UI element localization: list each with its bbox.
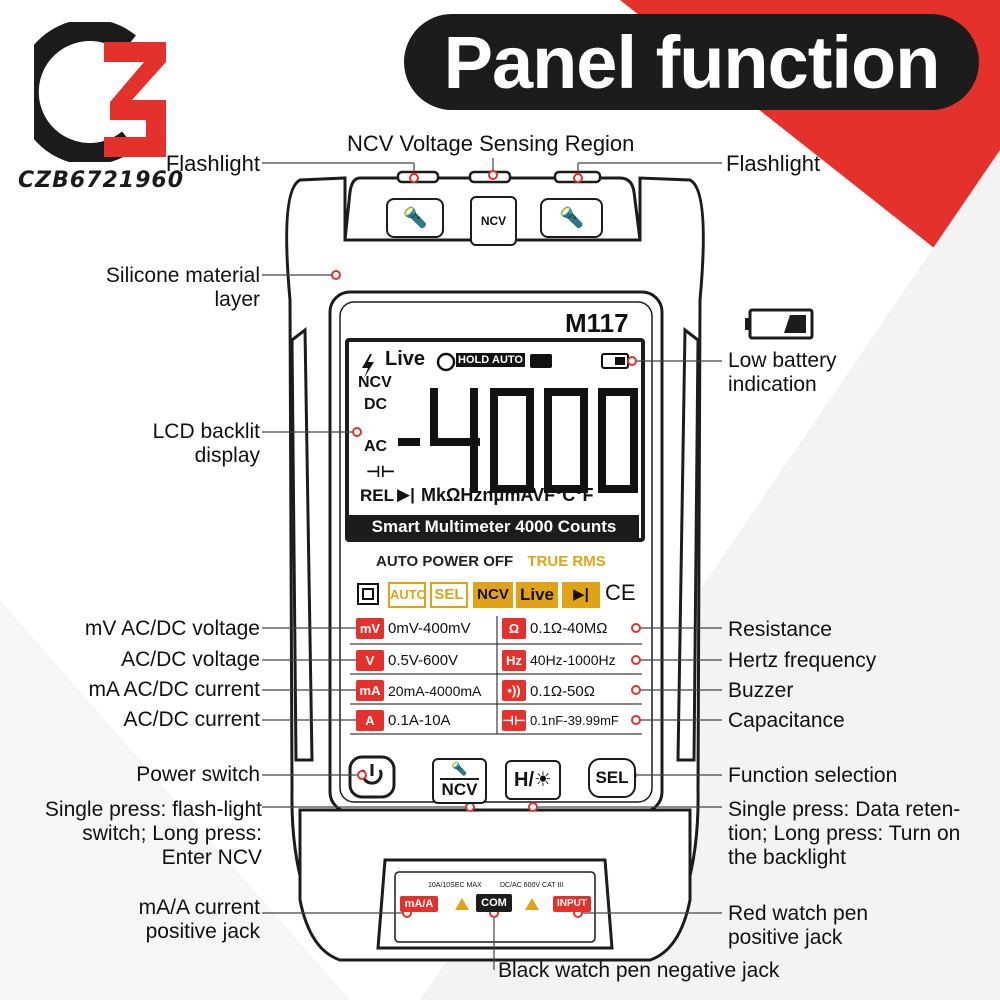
flashlight-left-button[interactable]: 🔦	[386, 198, 444, 238]
ncv-flashlight-button[interactable]: 🔦 NCV	[432, 758, 487, 804]
title-banner: Panel function	[404, 14, 979, 110]
auto-power-off-text: AUTO POWER OFF	[376, 553, 514, 570]
voltage-cat-warning: DC/AC 600V CAT III	[500, 882, 564, 889]
label-acdc-current: AC/DC current	[123, 708, 260, 731]
lcd-capacitor-indicator: ⊣⊢	[366, 464, 396, 481]
label-hold-button-desc: Single press: Data reten-tion; Long pres…	[728, 798, 961, 869]
label-capacitance: Capacitance	[728, 709, 845, 732]
label-ncv-region: NCV Voltage Sensing Region	[347, 131, 635, 156]
page-title: Panel function	[443, 20, 941, 104]
label-acdc-voltage: AC/DC voltage	[121, 648, 260, 671]
label-power-switch: Power switch	[136, 763, 260, 786]
label-lcd-backlit: LCD backlit display	[152, 420, 260, 467]
lcd-units-row: MkΩHznμmAVF°C°F	[421, 485, 594, 505]
lcd-ac-indicator: AC	[364, 438, 388, 455]
label-silicone-layer: Silicone material layer	[105, 264, 260, 311]
amp-icon: A	[356, 710, 384, 731]
auto-power-off-label: AUTO POWER OFF TRUE RMS	[376, 553, 606, 570]
badge-live: Live	[516, 582, 558, 608]
flashlight-icon: 🔦	[451, 761, 468, 776]
flashlight-icon: 🔦	[402, 207, 428, 229]
lcd-diode-indicator: ▶|	[397, 485, 415, 504]
power-button[interactable]	[350, 757, 394, 797]
ce-mark: CE	[605, 580, 636, 605]
label-ma-a-jack: mA/A current positive jack	[138, 896, 260, 943]
spec-a-range: 0.1A-10A	[388, 712, 451, 729]
ma-icon: mA	[356, 680, 384, 701]
sel-button[interactable]: SEL	[588, 758, 636, 798]
badge-sel: SEL	[430, 582, 468, 608]
lcd-rel-indicator: REL	[360, 486, 394, 505]
brand-watermark: CZB6721960	[18, 168, 185, 193]
true-rms-text: TRUE RMS	[527, 553, 606, 570]
badge-auto: AUTO	[388, 582, 427, 608]
ohm-icon: Ω	[502, 618, 526, 639]
label-hertz: Hertz frequency	[728, 649, 877, 672]
brand-logo-icon	[34, 22, 166, 162]
spec-cap-range: 0.1nF-39.99mF	[530, 713, 619, 728]
lcd-dc-indicator: DC	[364, 396, 388, 413]
flashlight-icon: 🔦	[559, 207, 584, 229]
lcd-auto-indicator: AUTO	[490, 353, 525, 367]
volt-icon: V	[356, 650, 384, 671]
label-mv-voltage: mV AC/DC voltage	[84, 617, 260, 640]
buzzer-icon: •))	[502, 680, 526, 701]
hold-backlight-button[interactable]: H/☀	[505, 760, 561, 800]
spec-hz-range: 40Hz-1000Hz	[530, 652, 616, 668]
label-low-battery: Low battery indication	[728, 349, 837, 396]
lcd-live-indicator: Live	[385, 348, 426, 370]
mv-icon: mV	[356, 618, 384, 639]
label-function-selection: Function selection	[728, 764, 898, 787]
spec-buzzer-range: 0.1Ω-50Ω	[530, 683, 595, 700]
counts-banner: Smart Multimeter 4000 Counts	[349, 515, 639, 539]
spec-ohm-range: 0.1Ω-40MΩ	[530, 620, 608, 637]
label-ncv-button-desc: Single press: flash-light switch; Long p…	[44, 798, 262, 869]
label-ma-current: mA AC/DC current	[88, 678, 260, 701]
capacitor-icon: ⊣⊢	[502, 710, 526, 731]
label-flashlight-left: Flashlight	[165, 151, 260, 176]
hz-icon: Hz	[502, 650, 526, 671]
label-flashlight-right: Flashlight	[726, 151, 821, 176]
com-jack[interactable]: COM	[476, 894, 512, 912]
label-red-pen: Red watch pen positive jack	[728, 902, 869, 949]
input-jack[interactable]: INPUT	[553, 896, 591, 912]
badge-ncv: NCV	[473, 582, 513, 608]
spec-v-range: 0.5V-600V	[388, 652, 459, 669]
lcd-hold-indicator: HOLD	[456, 353, 492, 367]
badge-diode: ▶|	[562, 582, 600, 608]
ncv-sensor-button[interactable]: NCV	[470, 196, 517, 246]
flashlight-right-button[interactable]: 🔦	[540, 198, 603, 238]
model-number: M117	[565, 308, 629, 338]
ncv-button-label: NCV	[440, 778, 479, 799]
label-black-pen: Black watch pen negative jack	[498, 959, 780, 982]
lcd-ncv-indicator: NCV	[358, 374, 392, 391]
spec-ma-range: 20mA-4000mA	[388, 683, 482, 699]
spec-mv-range: 0mV-400mV	[388, 620, 471, 637]
label-resistance: Resistance	[728, 618, 832, 641]
ma-a-jack[interactable]: mA/A	[400, 896, 438, 912]
current-limit-warning: 10A/10SEC MAX	[428, 882, 482, 889]
label-buzzer: Buzzer	[728, 679, 794, 702]
